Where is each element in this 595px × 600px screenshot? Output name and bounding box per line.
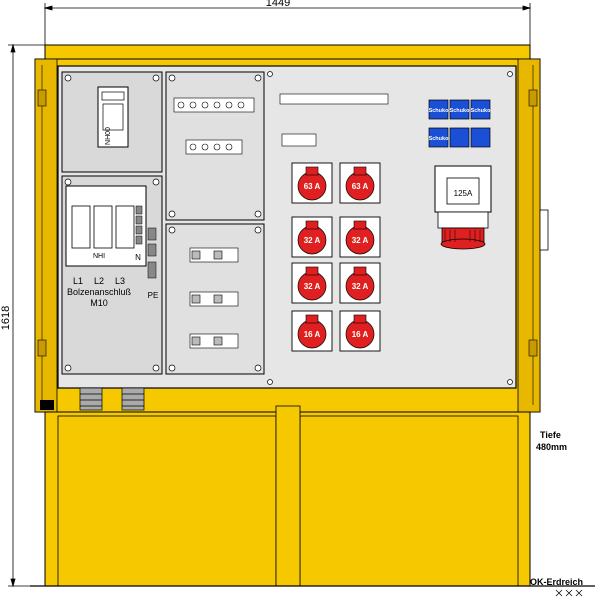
socket-rating-label: 63 A [304,182,321,191]
cee-socket[interactable]: 16 A [339,310,381,352]
pe-label: PE [148,291,159,300]
schuko-socket[interactable]: Schuko [429,99,450,120]
nhi-label: NHI [93,253,105,260]
width-dimension [43,3,532,45]
schuko-label: Schuko [471,108,492,114]
phase-l3: L3 [115,276,125,286]
pedestal-post [275,405,301,587]
right-door-frame [517,58,541,413]
ground-hatch [555,589,583,597]
cable-glands [79,387,145,411]
depth-label: Tiefe [540,430,561,440]
schuko-socket[interactable]: Schuko [450,99,471,120]
cee-socket[interactable]: 32 A [291,216,333,258]
socket-rating-label: 32 A [352,236,369,245]
cee-sockets: 63 A 63 A 32 A 32 A 32 A 32 A 16 A 16 A [291,162,381,352]
schuko-socket[interactable]: Schuko [471,99,492,120]
mcb-row [279,93,389,105]
schuko-label: Schuko [450,108,471,114]
cee-socket[interactable]: 32 A [291,262,333,304]
breaker-row-2 [185,139,243,155]
lock-left [40,400,54,410]
socket-rating-label: 32 A [304,282,321,291]
cee-socket[interactable]: 63 A [291,162,333,204]
panel-screws [64,71,513,385]
bolt-size: M10 [90,298,108,308]
cee-socket[interactable]: 32 A [339,216,381,258]
phase-l2: L2 [94,276,104,286]
ground-label: OK-Erdreich [530,577,583,587]
schuko-socket[interactable] [470,127,491,148]
depth-value: 480mm [536,442,567,452]
schuko-label: Schuko [429,108,450,114]
schuko-label: Schuko [429,136,450,142]
cee-socket[interactable]: 32 A [339,262,381,304]
schuko-socket[interactable] [449,127,470,148]
terminal-strip [135,205,157,279]
socket-125a[interactable] [434,165,492,250]
nh00-label: NH00 [105,127,112,145]
bolt-label: Bolzenanschluß [67,287,132,297]
socket-rating-label: 16 A [352,330,369,339]
hinges [37,89,538,357]
width-label: 1449 [266,0,290,9]
socket-125a-label: 125A [454,189,473,198]
socket-rating-label: 32 A [304,236,321,245]
schuko-socket[interactable]: Schuko [429,127,450,148]
height-dimension [8,43,45,588]
phase-l1: L1 [73,276,83,286]
left-door-frame [34,58,58,413]
socket-rating-label: 32 A [352,282,369,291]
roof [44,44,531,60]
height-label: 1618 [0,306,12,330]
rcd-breakers [189,247,239,349]
cee-socket[interactable]: 63 A [339,162,381,204]
cee-socket[interactable]: 16 A [291,310,333,352]
pedestal-panel-left [57,415,277,587]
pedestal-panel-right [299,415,519,587]
socket-rating-label: 63 A [352,182,369,191]
neutral-label: N [135,253,141,262]
breaker-row-1 [173,97,255,113]
socket-rating-label: 16 A [304,330,321,339]
door-handle [539,209,549,251]
mcb-row-2 [281,133,317,147]
